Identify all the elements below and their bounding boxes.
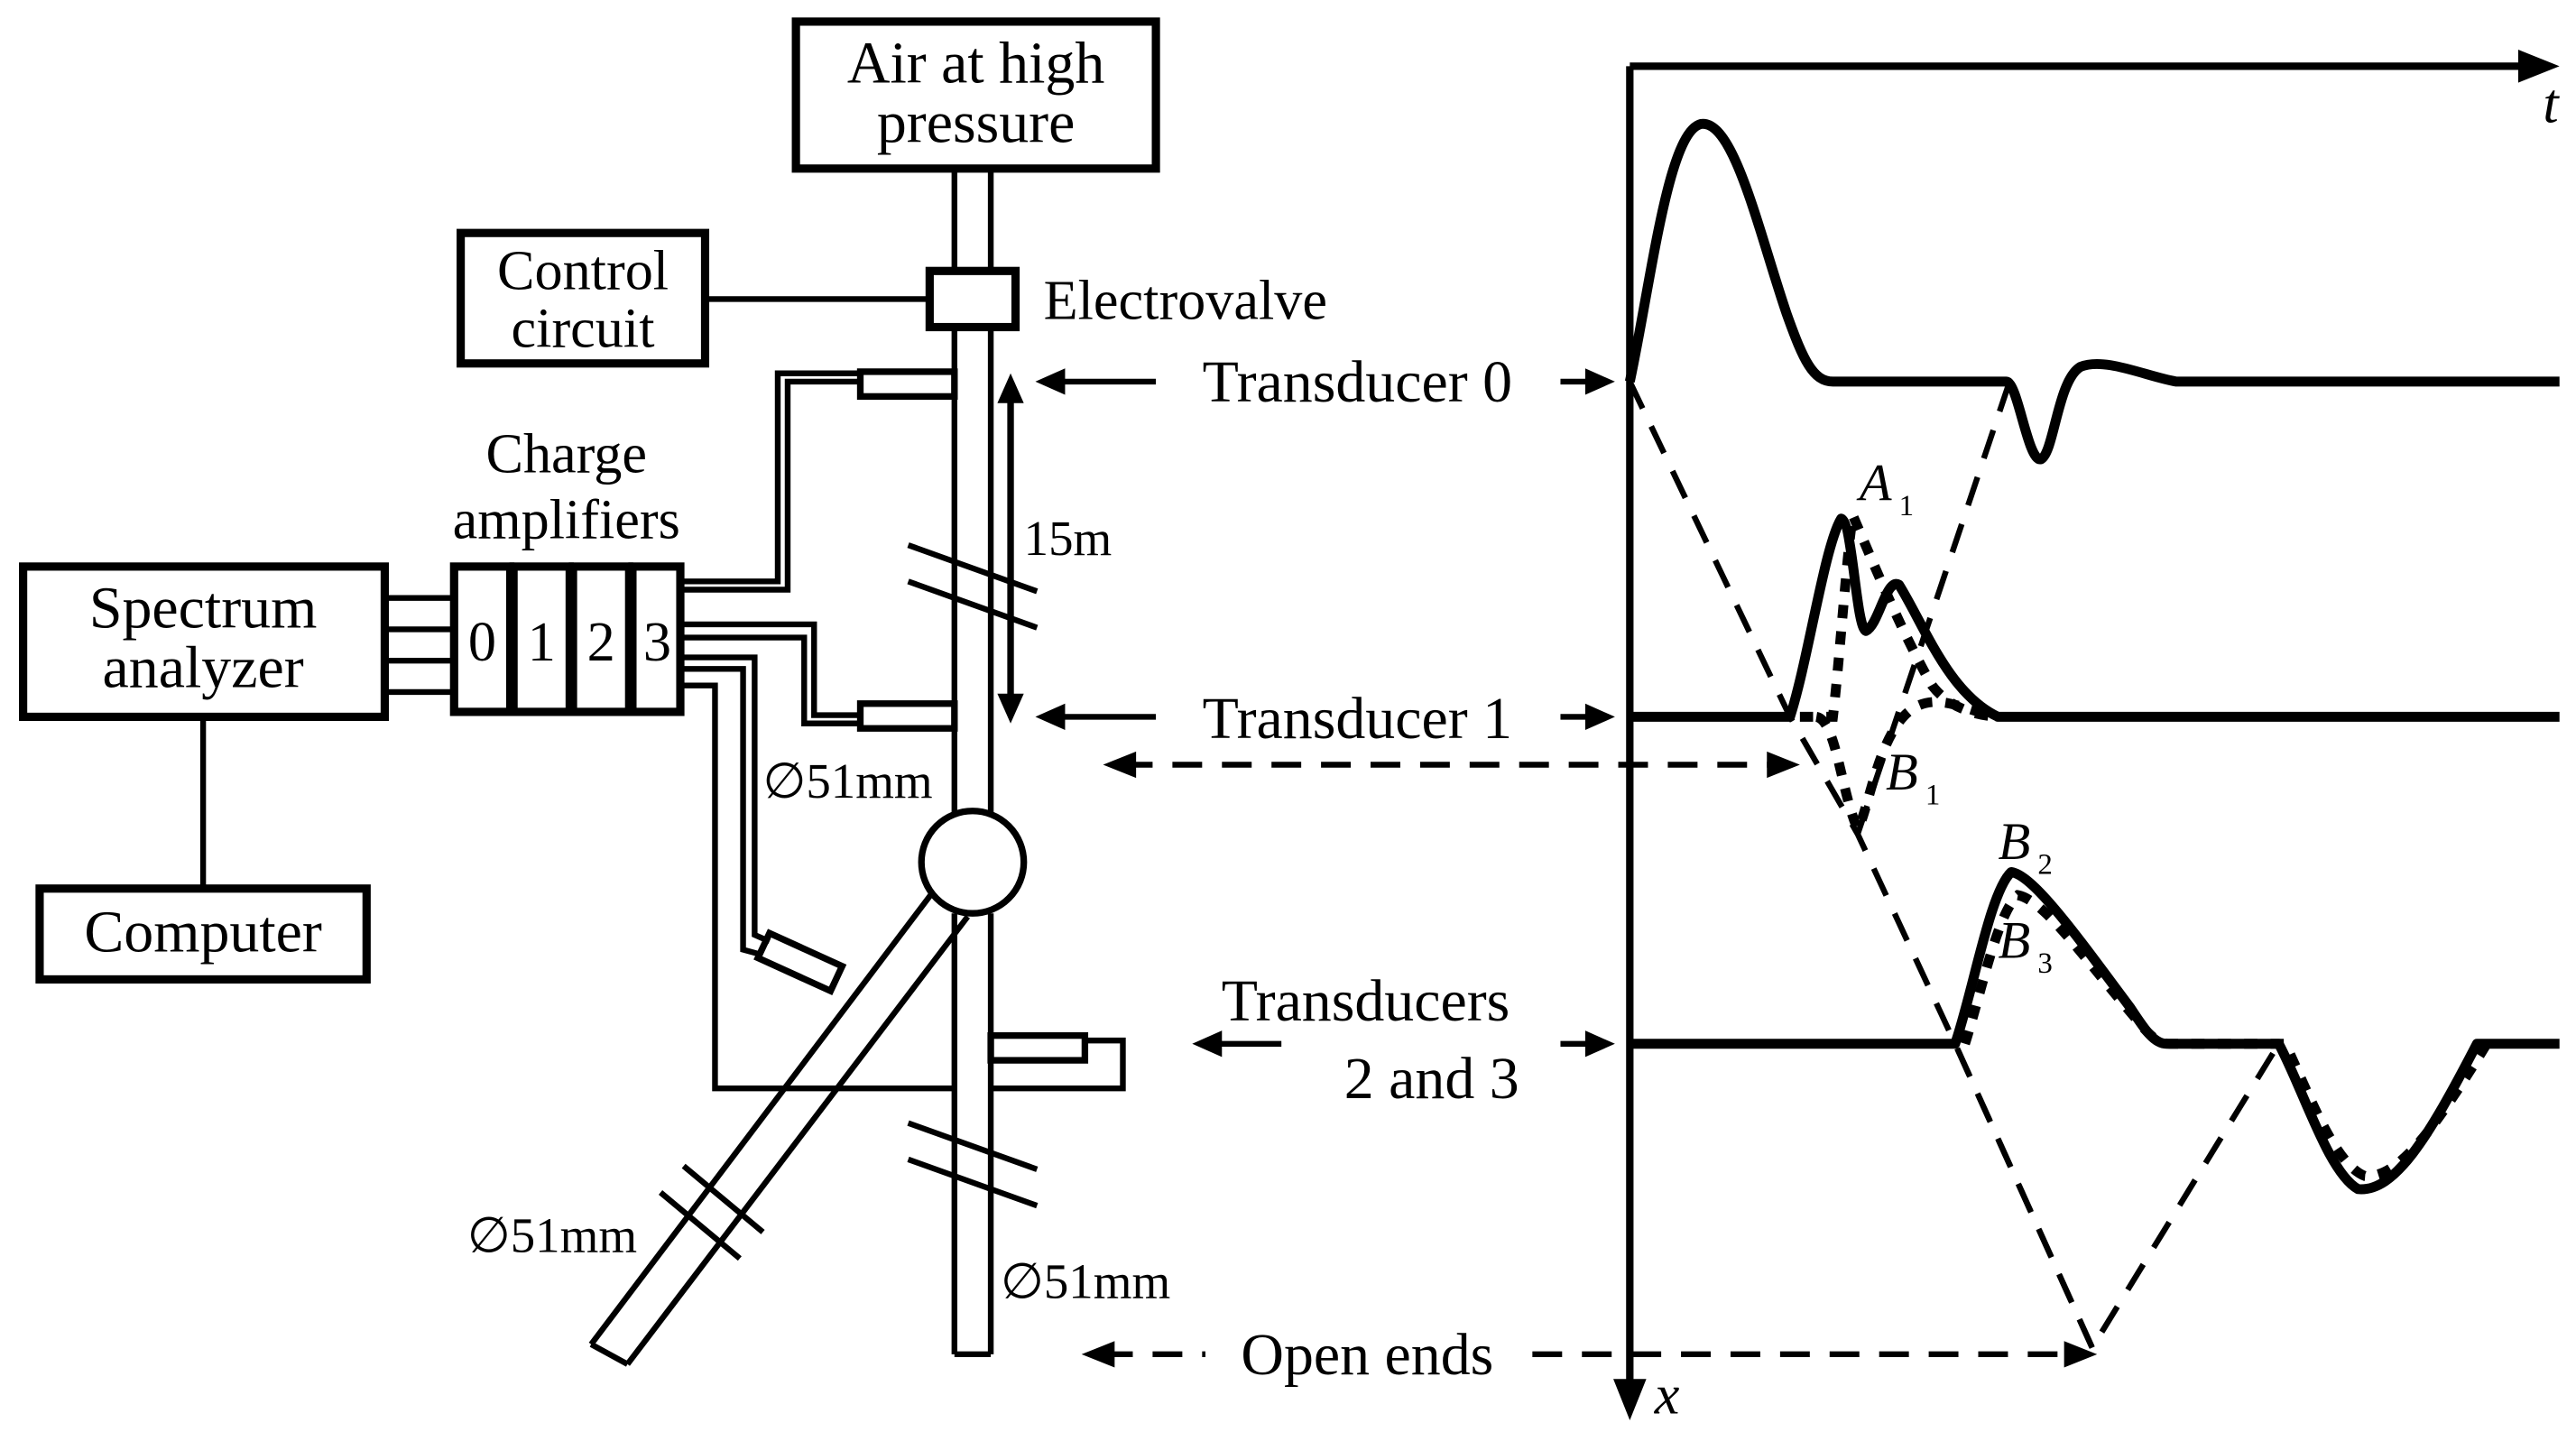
control-circuit-box: Control circuit (457, 228, 710, 368)
transducer-1-distance-dashed-arrow (1103, 751, 1800, 779)
spectrum-analyzer-label-line2: analyzer (103, 634, 304, 700)
transducers-2-3-label-line2: 2 and 3 (1344, 1046, 1519, 1112)
air-supply-label-line1: Air at high (847, 31, 1104, 97)
electrovalve-symbol (925, 266, 1020, 332)
point-label-b3: B 3 (1998, 911, 2052, 980)
spectrum-analyzer-label-line1: Spectrum (89, 576, 317, 642)
transducers-2-3-arrows (1192, 1030, 1615, 1058)
transducer-1-label: Transducer 1 (1203, 686, 1512, 752)
point-label-b1: B 1 (1886, 743, 1940, 811)
transducer-1-arrows (1035, 703, 1615, 731)
x-axis-label: x (1654, 1365, 1680, 1427)
transducer-3-trace (1960, 890, 2491, 1181)
electrovalve-label: Electrovalve (1044, 270, 1327, 331)
spectrum-analyzer-box: Spectrum analyzer (19, 562, 389, 721)
branch-pipe (588, 890, 971, 1367)
amplifier-channel-2: 2 (587, 612, 615, 673)
transducer-0-arrows (1035, 368, 1615, 395)
point-b2-base: B (1998, 812, 2030, 871)
computer-box: Computer (35, 884, 371, 984)
amplifier-channel-1: 1 (528, 612, 556, 673)
point-label-b2: B 2 (1998, 812, 2052, 881)
point-b1-base: B (1886, 743, 1918, 801)
amplifiers-title-line2: amplifiers (453, 490, 680, 551)
distance-15m-arrow (997, 373, 1024, 724)
pipe-junction (918, 808, 1028, 917)
point-b3-base: B (1998, 911, 2030, 970)
air-supply-box: Air at high pressure (791, 17, 1160, 173)
computer-label: Computer (84, 899, 322, 965)
diameter-label-main: ∅51mm (763, 753, 933, 808)
point-label-a1: A 1 (1856, 454, 1914, 522)
open-ends-label: Open ends (1241, 1322, 1493, 1388)
diameter-label-lower: ∅51mm (1001, 1254, 1170, 1309)
amplifier-channel-3: 3 (643, 612, 671, 673)
transducer-3-sensor (987, 1031, 1089, 1064)
open-ends-dashed-arrows (1081, 1341, 2098, 1368)
transducer-1-sensor (856, 700, 958, 732)
t-axis-label: t (2543, 74, 2560, 135)
t-axis (1630, 50, 2560, 83)
transducer-1-trace (1630, 513, 2560, 722)
point-b2-sub: 2 (2037, 848, 2052, 881)
point-a1-base: A (1856, 454, 1892, 513)
transducer-0-label: Transducer 0 (1203, 349, 1512, 415)
transducers-2-3-label-line1: Transducers (1222, 968, 1510, 1034)
transducer-1-component-b1-trace (1814, 697, 1999, 840)
point-b1-sub: 1 (1925, 779, 1940, 811)
transducer-1-component-a1-trace (1799, 497, 1999, 722)
control-circuit-label-line2: circuit (512, 298, 655, 359)
charge-amplifiers: Charge amplifiers 0 1 2 3 (449, 424, 685, 716)
point-b3-sub: 3 (2037, 947, 2052, 980)
transducer-cables (680, 370, 1126, 1092)
transducer-0-trace (1624, 118, 2560, 465)
amplifier-channel-0: 0 (468, 612, 496, 673)
transducer-2-sensor (753, 928, 847, 996)
point-a1-sub: 1 (1899, 490, 1914, 522)
transducer-0-sensor (856, 368, 958, 401)
analyzer-amplifier-wires (384, 595, 455, 696)
control-circuit-label-line1: Control (497, 240, 669, 301)
air-supply-label-line2: pressure (877, 90, 1076, 156)
distance-15m-label: 15m (1024, 511, 1113, 566)
diameter-label-branch: ∅51mm (467, 1207, 637, 1262)
amplifiers-title-line1: Charge (485, 424, 647, 485)
x-axis (1613, 66, 1647, 1421)
characteristic-lines (1627, 380, 2282, 1354)
